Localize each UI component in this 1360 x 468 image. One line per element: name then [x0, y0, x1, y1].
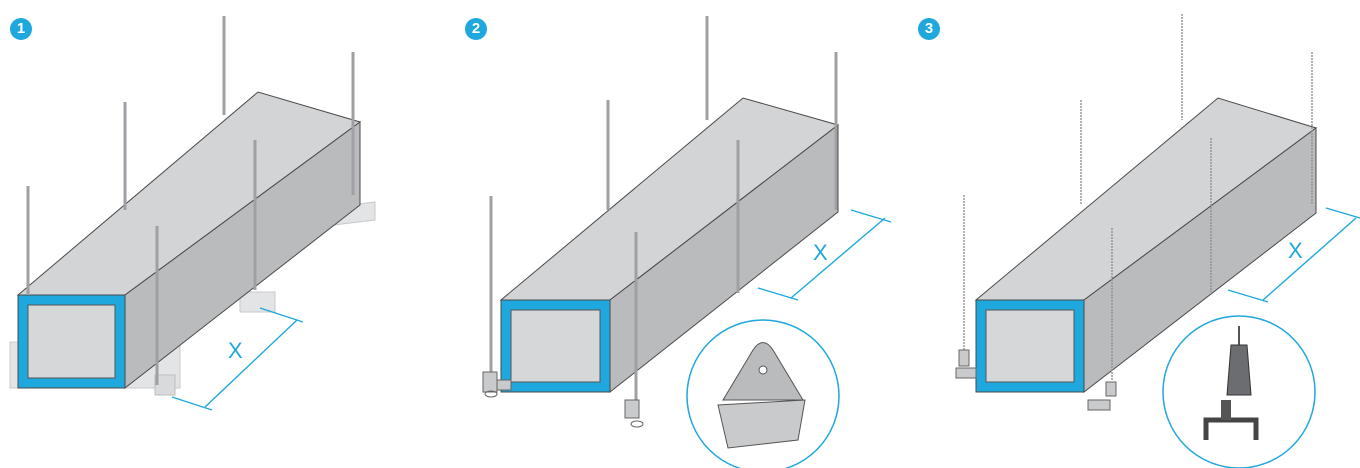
hanger-rods [26, 16, 355, 385]
dimension-label: X [813, 240, 828, 265]
panel-3: 3 X [906, 0, 1360, 468]
duct-diagram-2: X [482, 16, 892, 468]
detail-circle [686, 319, 840, 468]
duct [974, 97, 1318, 394]
step-badge-3: 3 [918, 18, 940, 40]
angle-bracket-small [482, 371, 644, 428]
wire-hanger-small [955, 349, 1117, 411]
hanger-wires [963, 14, 1313, 380]
dimension-label: X [1288, 238, 1303, 263]
dimension-line [1227, 207, 1360, 303]
step-badge-2: 2 [465, 18, 487, 40]
duct [16, 91, 362, 390]
detail-circle [1162, 315, 1316, 468]
duct [499, 97, 840, 394]
hanger-rods [489, 16, 838, 400]
duct-diagram-3: X [955, 14, 1360, 468]
duct-diagram-1: X [9, 16, 376, 411]
dimension-label: X [228, 338, 243, 363]
panel-2: 2 X [453, 0, 906, 468]
panel-1: 1 X [0, 0, 453, 468]
dimension-line [757, 209, 892, 301]
step-badge-1: 1 [10, 18, 32, 40]
dimension-line [171, 307, 304, 411]
